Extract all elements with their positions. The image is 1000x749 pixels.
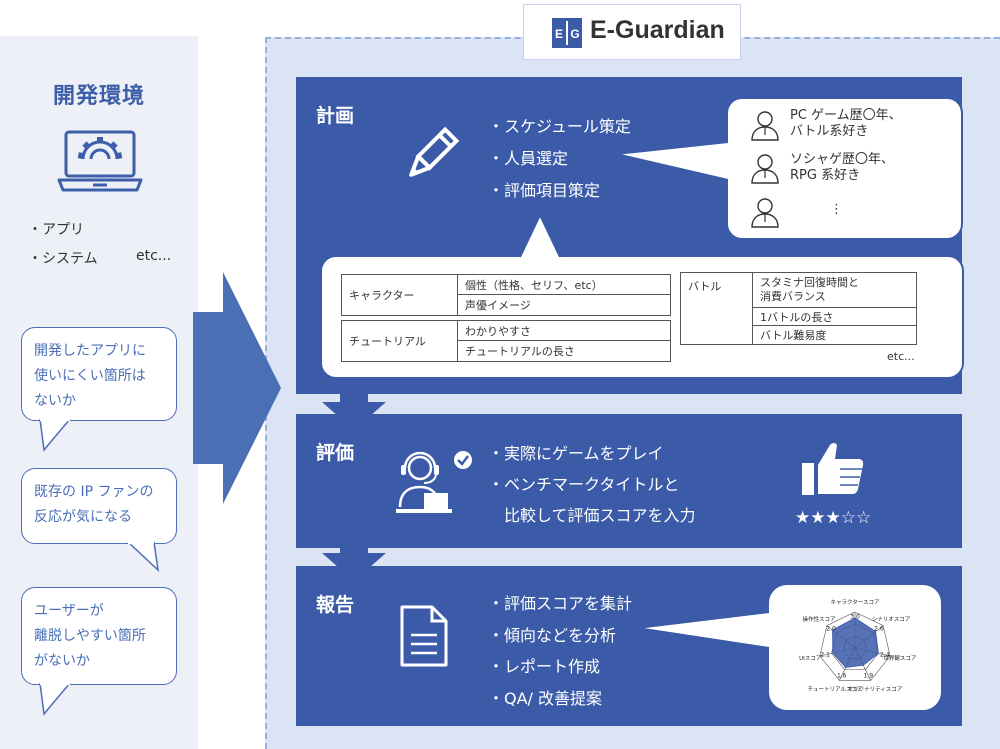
radar-axis-label: シナリオスコア xyxy=(871,617,911,624)
document-icon xyxy=(400,605,448,667)
radar-tick-label: 2.0 xyxy=(826,625,836,633)
right-arrow-icon xyxy=(193,272,281,504)
report-bullet-aggregate: ・評価スコアを集計 xyxy=(488,594,633,613)
persona-bubble-tail xyxy=(615,141,730,181)
radar-tick-label: 2.6 xyxy=(874,625,884,633)
persona-2-line-2: RPG 系好き xyxy=(790,168,861,183)
radar-chart xyxy=(819,611,891,681)
criteria-battle-label: バトル xyxy=(680,272,753,345)
check-circle-icon xyxy=(454,451,472,469)
persona-more: ⋮ xyxy=(830,202,843,217)
evaluate-title: 評価 xyxy=(316,442,355,464)
radar-value-area xyxy=(832,617,879,668)
person-icon xyxy=(751,111,779,141)
radar-axis-label: チュートリアルスコア xyxy=(807,687,863,694)
radar-axis-label: 操作性スコア xyxy=(802,617,836,624)
env-list-item-system: ・システム etc... xyxy=(28,248,171,268)
concern-1-line-3: ないか xyxy=(34,393,76,409)
persona-2: ソシャゲ歴〇年、 RPG 系好き xyxy=(790,152,894,184)
persona-1-line-2: バトル系好き xyxy=(790,124,869,139)
headset-operator-icon xyxy=(396,451,452,513)
criteria-tutorial-item-2: チュートリアルの長さ xyxy=(457,340,671,362)
concern-bubble-2-tail xyxy=(127,542,160,572)
brand-name: E-Guardian xyxy=(590,16,725,44)
criteria-character-label: キャラクター xyxy=(341,274,458,316)
radar-axis-label: オリジナリティスコア xyxy=(847,687,903,694)
logo-letter-e: E xyxy=(555,27,563,41)
concern-bubble-1: 開発したアプリに 使いにくい箇所は ないか xyxy=(21,327,177,421)
down-arrow-icon xyxy=(322,541,386,581)
thumbs-up-icon xyxy=(802,443,864,495)
persona-2-line-1: ソシャゲ歴〇年、 xyxy=(790,152,895,167)
radar-axis-label: UIスコア xyxy=(799,656,822,663)
down-arrow-icon xyxy=(322,390,386,430)
radar-tick-label: 2.4 xyxy=(880,651,890,659)
laptop-gear-icon xyxy=(57,130,143,192)
radar-bubble-tail xyxy=(636,611,771,649)
evaluate-bullet-play: ・実際にゲームをプレイ xyxy=(488,444,664,463)
env-list-etc: etc... xyxy=(136,248,172,264)
radar-axis-label: 世界観スコア xyxy=(883,656,917,663)
criteria-battle-item-1: スタミナ回復時間と 消費バランス xyxy=(752,272,917,308)
concern-3-line-2: 離脱しやすい箇所 xyxy=(34,628,146,644)
radar-tick-label: 2.1 xyxy=(820,651,830,659)
evaluate-bullet-score: 比較して評価スコアを入力 xyxy=(488,506,696,525)
rating-stars: ★★★☆☆ xyxy=(795,508,872,528)
dev-env-title: 開発環境 xyxy=(52,84,145,109)
concern-2-line-2: 反応が気になる xyxy=(34,509,132,525)
criteria-character-item-2: 声優イメージ xyxy=(457,294,671,316)
criteria-battle-item-2: 1バトルの長さ xyxy=(752,307,917,326)
concern-3-line-3: がないか xyxy=(34,653,90,669)
criteria-etc: etc... xyxy=(887,350,915,363)
plan-bullet-schedule: ・スケジュール策定 xyxy=(488,117,631,136)
concern-bubble-3-tail xyxy=(39,683,71,716)
concern-1-line-2: 使いにくい箇所は xyxy=(34,368,146,384)
criteria-character-item-1: 個性（性格、セリフ、etc） xyxy=(457,274,671,295)
plan-bullet-staffing: ・人員選定 xyxy=(488,149,569,168)
criteria-battle-item-1-line-2: 消費バランス xyxy=(760,290,826,303)
person-icon xyxy=(751,154,779,184)
persona-1: PC ゲーム歴〇年、 バトル系好き xyxy=(790,108,902,140)
radar-tick-label: 1.9 xyxy=(863,672,874,680)
env-list-item-app: ・アプリ xyxy=(28,222,84,238)
criteria-battle-item-1-line-1: スタミナ回復時間と xyxy=(760,276,859,289)
radar-grid-ring xyxy=(819,611,891,681)
report-bullet-report: ・レポート作成 xyxy=(488,657,601,676)
evaluate-bullet-benchmark: ・ベンチマークタイトルと xyxy=(488,475,680,494)
radar-tick-label: 1.6 xyxy=(836,672,847,680)
radar-tick-label: 3.0 xyxy=(850,613,860,621)
report-bullet-proposal: ・QA/ 改善提案 xyxy=(488,689,603,708)
concern-1-line-1: 開発したアプリに xyxy=(34,343,146,359)
plan-bullet-criteria: ・評価項目策定 xyxy=(488,181,601,200)
logo-letter-g: G xyxy=(570,27,579,41)
pencil-icon xyxy=(409,126,460,177)
concern-bubble-3: ユーザーが 離脱しやすい箇所 がないか xyxy=(21,587,177,685)
persona-1-line-1: PC ゲーム歴〇年、 xyxy=(790,108,902,123)
criteria-bubble-tail xyxy=(519,213,561,259)
concern-bubble-1-tail xyxy=(39,419,71,452)
concern-3-line-1: ユーザーが xyxy=(34,603,104,619)
concern-2-line-1: 既存の IP ファンの xyxy=(34,484,154,500)
report-title: 報告 xyxy=(316,594,355,616)
eguardian-logo-icon: E G xyxy=(552,18,582,48)
report-bullet-analyze: ・傾向などを分析 xyxy=(488,626,617,645)
criteria-tutorial-label: チュートリアル xyxy=(341,320,458,362)
criteria-battle-item-3: バトル難易度 xyxy=(752,325,917,345)
plan-title: 計画 xyxy=(316,105,355,127)
env-list-item-system-label: ・システム xyxy=(28,251,98,267)
criteria-tutorial-item-1: わかりやすさ xyxy=(457,320,671,341)
concern-bubble-2: 既存の IP ファンの 反応が気になる xyxy=(21,468,177,544)
radar-axis-label: キャラクタースコア xyxy=(830,600,880,606)
person-icon xyxy=(751,198,779,228)
